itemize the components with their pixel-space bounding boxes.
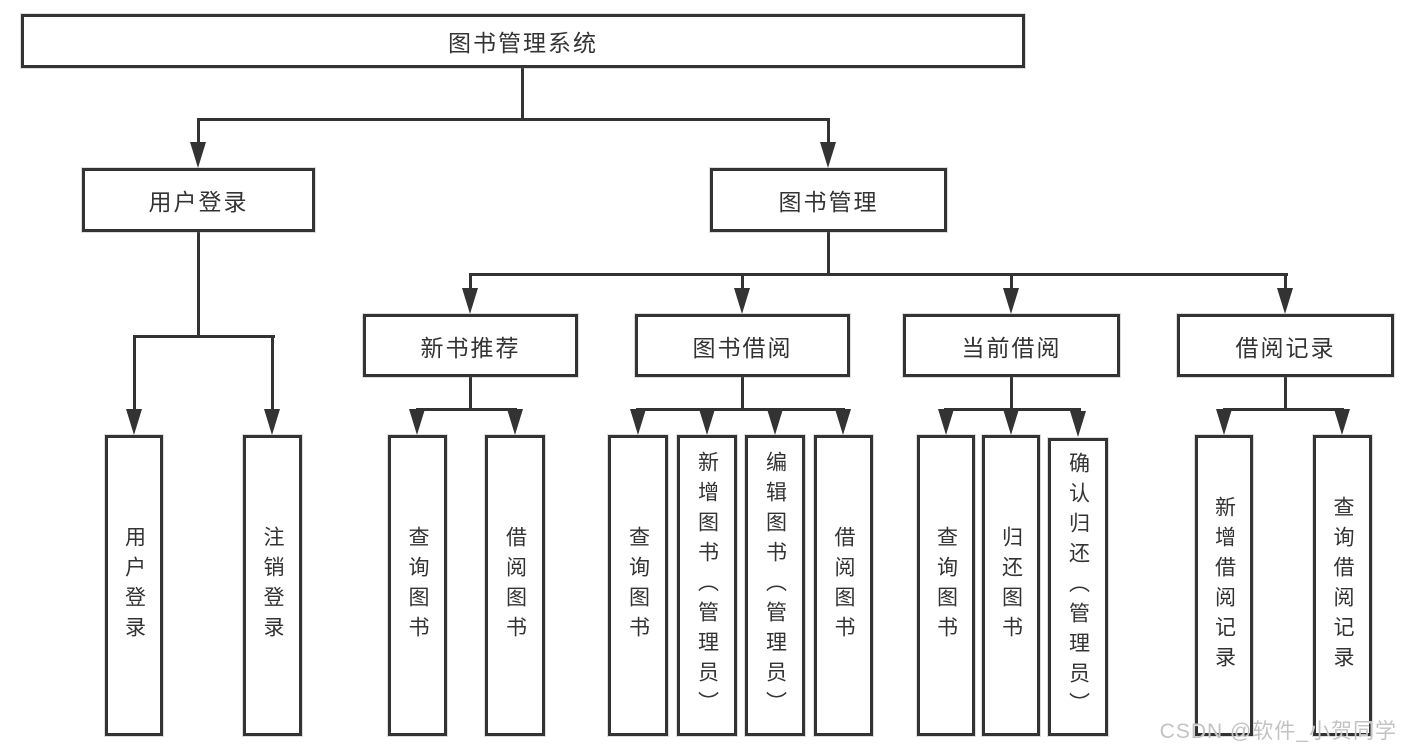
connector-root-stem [521,68,524,118]
connector-drop [133,335,136,411]
connector-root-bar [197,118,830,121]
leaf-borrow-books-recommend: 借阅图书 [485,435,545,736]
arrow-down-icon [1070,411,1086,437]
arrow-down-icon [507,409,523,435]
connector-user-login-bar [133,335,275,338]
connector-book-mgmt-bar [469,273,1288,276]
connector-drop [469,273,472,290]
node-book-management: 图书管理 [710,168,947,232]
arrow-down-icon [767,409,783,435]
node-book-borrowing: 图书借阅 [635,314,850,377]
node-new-book-recommend: 新书推荐 [363,314,578,377]
arrow-down-icon [1334,409,1350,435]
connector-user-login-stem [197,232,200,335]
arrow-down-icon [820,142,836,168]
arrow-down-icon [630,409,646,435]
arrow-down-icon [190,142,206,168]
arrow-down-icon [1003,288,1019,314]
connector-book-borrow-bar [636,408,845,411]
connector-borrow-record-stem [1284,377,1287,408]
node-user-login: 用户登录 [82,168,315,232]
connector-borrow-record-bar [1223,408,1344,411]
connector-new-book-bar [416,408,517,411]
arrow-down-icon [1277,288,1293,314]
connector-book-mgmt-stem [827,232,830,273]
leaf-logout: 注销登录 [243,435,302,736]
arrow-down-icon [1216,409,1232,435]
connector-new-book-stem [469,377,472,408]
connector-user-login-drop [197,118,200,146]
connector-drop [741,273,744,290]
connector-book-borrow-stem [741,377,744,408]
arrow-down-icon [734,288,750,314]
connector-drop [1284,273,1287,290]
connector-drop [1010,273,1013,290]
leaf-confirm-return-admin: 确认归还（管理员） [1048,438,1108,736]
leaf-borrow-books: 借阅图书 [814,435,873,736]
leaf-add-borrow-record: 新增借阅记录 [1195,435,1253,736]
node-library-system: 图书管理系统 [21,14,1025,68]
leaf-query-books-borrow: 查询图书 [608,435,668,736]
watermark: CSDN @软件_小贺同学 [1159,720,1397,743]
node-borrowing-records: 借阅记录 [1177,314,1394,377]
leaf-return-books: 归还图书 [982,435,1040,736]
leaf-query-borrow-record: 查询借阅记录 [1313,435,1372,736]
leaf-edit-book-admin: 编辑图书（管理员） [745,435,805,736]
arrow-down-icon [938,409,954,435]
leaf-query-books-recommend: 查询图书 [388,435,447,736]
arrow-down-icon [264,409,280,435]
connector-drop [271,335,274,411]
leaf-user-login: 用户登录 [105,435,163,736]
leaf-add-book-admin: 新增图书（管理员） [677,435,737,736]
connector-current-borrow-stem [1010,377,1013,408]
leaf-query-books-current: 查询图书 [917,435,975,736]
arrow-down-icon [462,288,478,314]
arrow-down-icon [699,409,715,435]
arrow-down-icon [409,409,425,435]
arrow-down-icon [1003,409,1019,435]
node-current-borrowing: 当前借阅 [903,314,1120,377]
arrow-down-icon [126,409,142,435]
arrow-down-icon [835,409,851,435]
connector-book-mgmt-drop [827,118,830,146]
